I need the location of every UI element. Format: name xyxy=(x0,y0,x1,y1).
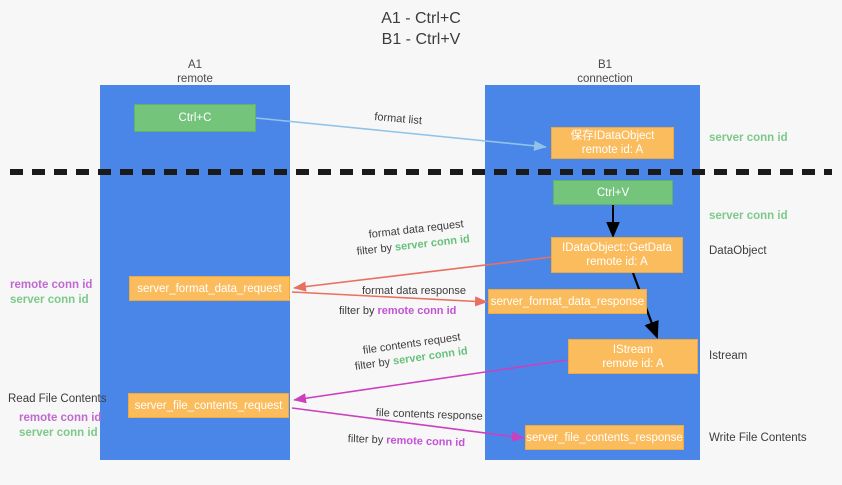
box-save-idataobject[interactable]: 保存IDataObject remote id: A xyxy=(551,127,674,159)
right-label-istream: Istream xyxy=(709,350,748,362)
box-server-format-data-request[interactable]: server_format_data_request xyxy=(129,276,290,301)
box-ctrl-v[interactable]: Ctrl+V xyxy=(553,180,673,205)
page-title: A1 - Ctrl+C B1 - Ctrl+V xyxy=(381,10,461,48)
label-format-list: format list xyxy=(373,110,423,128)
box-server-format-data-response[interactable]: server_format_data_response xyxy=(488,289,647,314)
filter-prefix: filter by xyxy=(354,355,394,373)
text-server-conn-id: server conn id xyxy=(19,427,98,439)
text-server-conn-id: server conn id xyxy=(10,294,89,306)
text: server conn id xyxy=(709,132,788,144)
label-format-data-response-filter: filter by remote conn id xyxy=(339,304,456,319)
label-file-contents-response-filter: filter by remote conn id xyxy=(347,432,466,451)
column-header-b1: B1 connection xyxy=(577,59,633,85)
filter-prefix: filter by xyxy=(347,432,387,447)
label-file-contents-response: file contents response xyxy=(375,406,483,423)
right-label-write-file-contents: Write File Contents xyxy=(709,432,807,444)
label-format-data-response: format data response xyxy=(362,285,466,297)
box-server-file-contents-response[interactable]: server_file_contents_response xyxy=(525,425,684,450)
left-label-conn-ids-lower: remote conn id server conn id xyxy=(19,411,101,441)
right-label-dataobject: DataObject xyxy=(709,245,767,257)
filter-prefix: filter by xyxy=(339,305,378,317)
right-label-server-conn-id-top: server conn id xyxy=(709,131,788,146)
box-istream[interactable]: IStream remote id: A xyxy=(568,339,698,374)
filter-prefix: filter by xyxy=(356,241,396,258)
left-label-conn-ids-upper: remote conn id server conn id xyxy=(10,278,92,308)
right-label-server-conn-id-mid: server conn id xyxy=(709,209,788,224)
left-label-read-file-contents: Read File Contents xyxy=(8,393,107,405)
text-remote-conn-id: remote conn id xyxy=(10,279,93,291)
box-getdata[interactable]: IDataObject::GetData remote id: A xyxy=(551,237,683,273)
filter-value-remote-conn-id: remote conn id xyxy=(377,305,457,317)
column-header-a1: A1 remote xyxy=(177,59,213,85)
box-server-file-contents-request[interactable]: server_file_contents_request xyxy=(128,393,289,418)
text: server conn id xyxy=(709,210,788,222)
filter-value-remote-conn-id: remote conn id xyxy=(386,434,466,450)
text-remote-conn-id: remote conn id xyxy=(19,412,102,424)
box-ctrl-c[interactable]: Ctrl+C xyxy=(134,104,256,132)
